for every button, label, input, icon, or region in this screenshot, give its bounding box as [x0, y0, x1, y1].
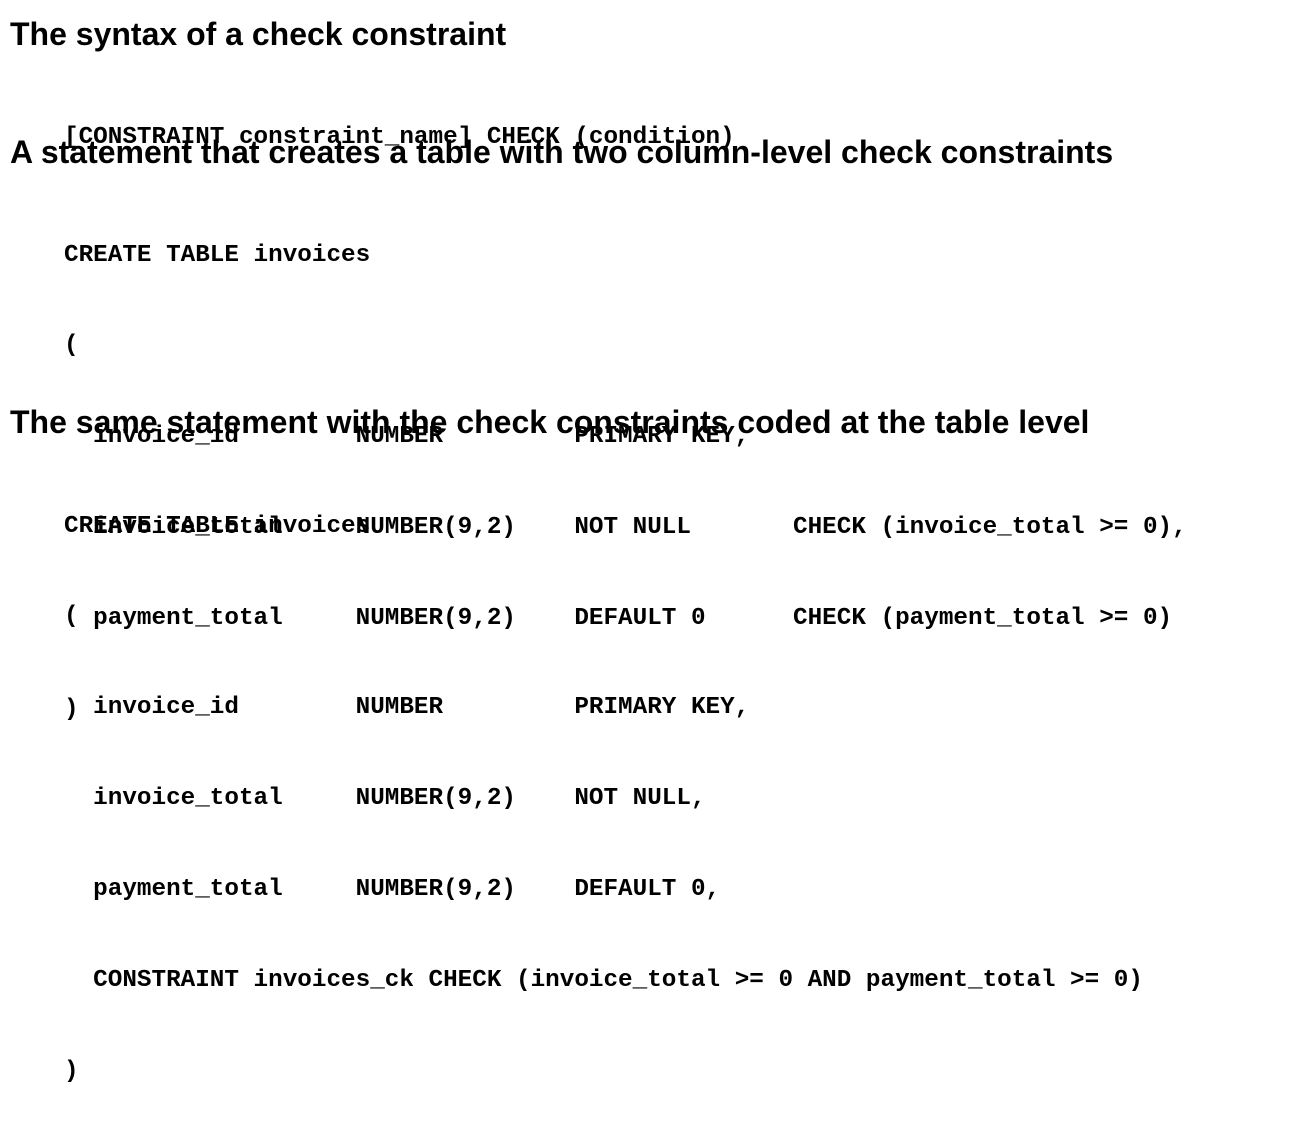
- code-line: CREATE TABLE invoices: [64, 512, 371, 540]
- section-heading-syntax: The syntax of a check constraint: [10, 16, 507, 52]
- section-heading-column-level: A statement that creates a table with tw…: [10, 134, 1114, 170]
- code-line: invoice_total NUMBER(9,2) NOT NULL CHECK…: [64, 514, 1187, 542]
- code-line: payment_total NUMBER(9,2) DEFAULT 0 CHEC…: [64, 605, 1173, 633]
- document-page: The syntax of a check constraint [CONSTR…: [10, 16, 1187, 1085]
- code-line: (: [64, 332, 79, 360]
- code-block-column-level: CREATE TABLE invoices ( invoice_id NUMBE…: [64, 180, 1187, 786]
- code-block-syntax: [CONSTRAINT constraint_name] CHECK (cond…: [64, 62, 735, 213]
- code-line: invoice_total NUMBER(9,2) NOT NULL,: [64, 785, 706, 813]
- code-line: [CONSTRAINT constraint_name] CHECK (cond…: [64, 123, 735, 151]
- code-line: (: [64, 603, 79, 631]
- code-line: payment_total NUMBER(9,2) DEFAULT 0,: [64, 876, 721, 904]
- code-line: CONSTRAINT invoices_ck CHECK (invoice_to…: [64, 967, 1143, 995]
- code-line: CREATE TABLE invoices: [64, 241, 371, 269]
- code-line: invoice_id NUMBER PRIMARY KEY,: [64, 694, 750, 722]
- code-line: ): [64, 1057, 79, 1085]
- section-heading-table-level: The same statement with the check constr…: [10, 404, 1090, 440]
- code-line: invoice_id NUMBER PRIMARY KEY,: [64, 423, 750, 451]
- code-block-table-level: CREATE TABLE invoices ( invoice_id NUMBE…: [64, 451, 1143, 1148]
